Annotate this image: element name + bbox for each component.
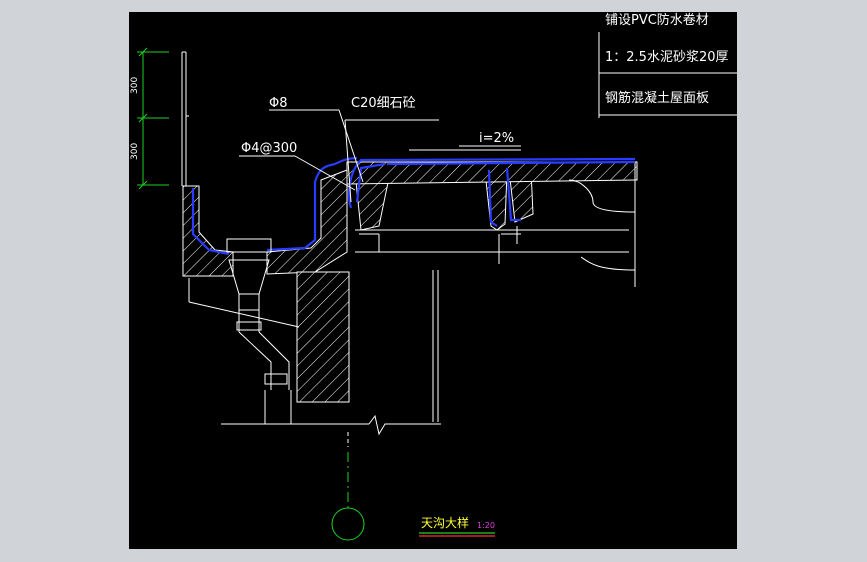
roof-slab — [346, 161, 638, 422]
height-dimension-chain: 300 300 — [130, 47, 169, 190]
gutter-detail-drawing: 铺设PVC防水卷材 1：2.5水泥砂浆20厚 钢筋混凝土屋面板 300 300 — [130, 12, 737, 541]
legend-layer-1: 铺设PVC防水卷材 — [605, 12, 709, 28]
dimension-lower: 300 — [130, 143, 140, 160]
annotation-rebar-distribution: Φ4@300 — [241, 141, 297, 156]
title-scale: 1:20 — [477, 521, 495, 530]
gutter-outer-wall — [181, 51, 189, 186]
legend-layer-3: 钢筋混凝土屋面板 — [605, 90, 709, 106]
annotation-rebar-main: Φ8 — [269, 96, 288, 111]
material-legend-table: 铺设PVC防水卷材 1：2.5水泥砂浆20厚 钢筋混凝土屋面板 — [598, 12, 737, 118]
annotation-concrete: C20细石砼 — [351, 96, 416, 111]
dimension-upper: 300 — [130, 77, 140, 94]
waterproof-membrane — [191, 156, 636, 256]
gutter-concrete-body — [182, 167, 534, 403]
cad-drawing-area: 铺设PVC防水卷材 1：2.5水泥砂浆20厚 钢筋混凝土屋面板 300 300 — [129, 12, 737, 549]
legend-layer-2: 1：2.5水泥砂浆20厚 — [605, 50, 729, 65]
axis-and-ground — [221, 414, 441, 541]
annotation-slope: i=2% — [479, 131, 514, 146]
annotation-leaders — [188, 109, 521, 328]
drawing-title: 天沟大样 1:20 — [419, 515, 495, 537]
title-main: 天沟大样 — [421, 515, 469, 530]
axis-bubble — [331, 507, 365, 541]
